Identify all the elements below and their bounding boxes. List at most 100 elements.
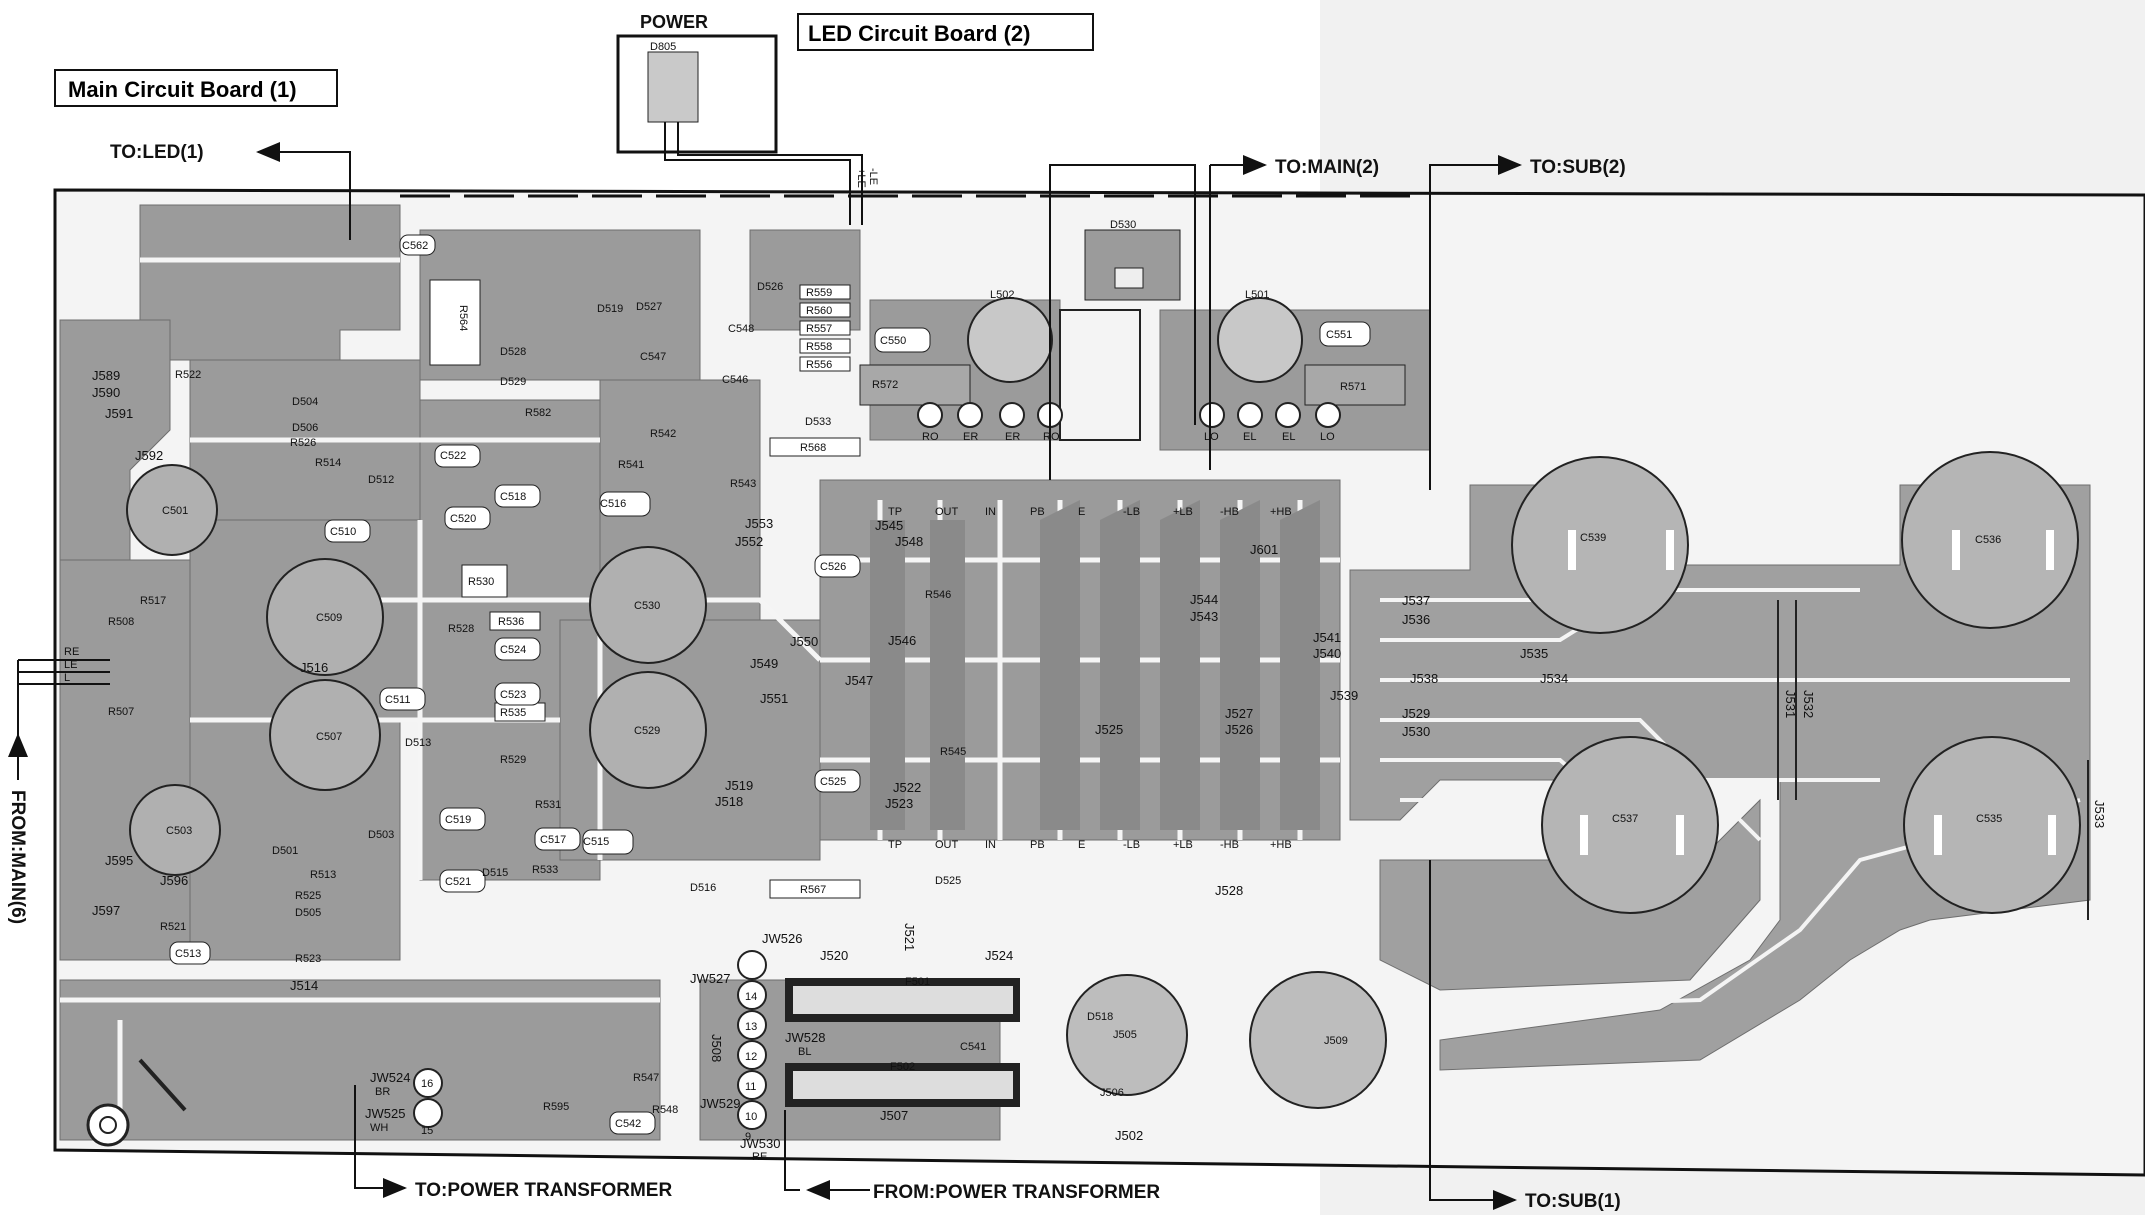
svg-text:J551: J551 bbox=[760, 691, 788, 706]
svg-text:D530: D530 bbox=[1110, 219, 1136, 231]
svg-text:JW529: JW529 bbox=[700, 1096, 740, 1111]
svg-text:R526: R526 bbox=[290, 437, 316, 449]
jumper-labels-mid: J544 J543 J545 J546 J547 J548 J549 J550 … bbox=[715, 516, 1278, 898]
bridge-j505: J505 J506 bbox=[1066, 974, 1188, 1099]
svg-text:F502: F502 bbox=[890, 1061, 915, 1073]
svg-text:C515: C515 bbox=[583, 836, 609, 848]
svg-text:R530: R530 bbox=[468, 576, 494, 588]
svg-text:C522: C522 bbox=[440, 450, 466, 462]
svg-text:C524: C524 bbox=[500, 644, 526, 656]
svg-text:D505: D505 bbox=[295, 907, 321, 919]
svg-text:C516: C516 bbox=[600, 498, 626, 510]
svg-text:FROM:POWER TRANSFORMER: FROM:POWER TRANSFORMER bbox=[873, 1182, 1160, 1203]
capacitor-c536: C536 bbox=[1901, 451, 2079, 629]
svg-text:J549: J549 bbox=[750, 656, 778, 671]
svg-text:J538: J538 bbox=[1410, 671, 1438, 686]
svg-text:C546: C546 bbox=[722, 374, 748, 386]
svg-text:E: E bbox=[1078, 839, 1085, 851]
svg-text:C501: C501 bbox=[162, 505, 188, 517]
transistor-pin-labels-bottom: TP OUT IN PB E -LB +LB -HB +HB bbox=[888, 839, 1292, 851]
svg-text:J541: J541 bbox=[1313, 630, 1341, 645]
svg-text:RE: RE bbox=[752, 1151, 767, 1163]
svg-text:J533: J533 bbox=[2092, 800, 2107, 828]
svg-text:C551: C551 bbox=[1326, 329, 1352, 341]
svg-text:D525: D525 bbox=[935, 875, 961, 887]
svg-text:R572: R572 bbox=[872, 379, 898, 391]
capacitor-c507: C507 bbox=[269, 679, 381, 791]
connector-column: 16 15 14 13 12 11 10 9 bbox=[413, 950, 767, 1143]
svg-text:J596: J596 bbox=[160, 873, 188, 888]
svg-text:BR: BR bbox=[375, 1086, 390, 1098]
svg-text:J523: J523 bbox=[885, 796, 913, 811]
small-capacitor-labels: C550 C551 C548 C547 C546 C516 C515 C518 … bbox=[175, 240, 1352, 1130]
led-wire-plus: +LE bbox=[855, 168, 867, 188]
svg-text:LE: LE bbox=[64, 659, 77, 671]
svg-text:-HB: -HB bbox=[1220, 506, 1239, 518]
svg-text:JW528: JW528 bbox=[785, 1030, 825, 1045]
transistor-pin-labels-top: TP OUT IN PB E -LB +LB -HB +HB bbox=[888, 506, 1292, 518]
svg-text:J525: J525 bbox=[1095, 722, 1123, 737]
svg-text:C529: C529 bbox=[634, 725, 660, 737]
to-power-transformer-arrow: TO:POWER TRANSFORMER bbox=[354, 1085, 672, 1201]
svg-text:R523: R523 bbox=[295, 953, 321, 965]
svg-text:J552: J552 bbox=[735, 534, 763, 549]
svg-text:D526: D526 bbox=[757, 281, 783, 293]
svg-text:J524: J524 bbox=[985, 948, 1013, 963]
svg-text:J545: J545 bbox=[875, 518, 903, 533]
capacitor-c535: C535 bbox=[1903, 736, 2081, 914]
svg-text:R521: R521 bbox=[160, 921, 186, 933]
svg-text:J502: J502 bbox=[1115, 1128, 1143, 1143]
svg-text:R531: R531 bbox=[535, 799, 561, 811]
inductor-l502: L502 bbox=[967, 289, 1053, 383]
svg-text:LED Circuit Board (2): LED Circuit Board (2) bbox=[808, 21, 1030, 46]
svg-text:+HB: +HB bbox=[1270, 506, 1292, 518]
svg-text:C539: C539 bbox=[1580, 532, 1606, 544]
svg-text:J601: J601 bbox=[1250, 542, 1278, 557]
svg-text:J516: J516 bbox=[300, 660, 328, 675]
svg-text:-LB: -LB bbox=[1123, 839, 1140, 851]
svg-text:16: 16 bbox=[421, 1078, 433, 1090]
relay-area: D530 bbox=[1059, 219, 1181, 441]
svg-text:D533: D533 bbox=[805, 416, 831, 428]
svg-text:R533: R533 bbox=[532, 864, 558, 876]
svg-text:D513: D513 bbox=[405, 737, 431, 749]
svg-text:C541: C541 bbox=[960, 1041, 986, 1053]
svg-text:TO:POWER TRANSFORMER: TO:POWER TRANSFORMER bbox=[415, 1180, 672, 1201]
svg-text:R543: R543 bbox=[730, 478, 756, 490]
svg-text:WH: WH bbox=[370, 1122, 388, 1134]
svg-text:JW524: JW524 bbox=[370, 1070, 410, 1085]
svg-text:JW526: JW526 bbox=[762, 931, 802, 946]
transistor-columns bbox=[870, 500, 1320, 830]
svg-text:IN: IN bbox=[985, 839, 996, 851]
svg-text:R536: R536 bbox=[498, 616, 524, 628]
to-led1-arrow: TO:LED(1) bbox=[110, 142, 351, 240]
svg-text:J539: J539 bbox=[1330, 688, 1358, 703]
svg-text:TO:SUB(2): TO:SUB(2) bbox=[1530, 157, 1626, 178]
svg-text:D506: D506 bbox=[292, 422, 318, 434]
svg-text:C526: C526 bbox=[820, 561, 846, 573]
svg-text:R546: R546 bbox=[925, 589, 951, 601]
svg-text:C535: C535 bbox=[1976, 813, 2002, 825]
jumper-bars bbox=[1777, 600, 2089, 920]
svg-text:ER: ER bbox=[1005, 431, 1020, 443]
svg-text:JW527: JW527 bbox=[690, 971, 730, 986]
svg-text:J505: J505 bbox=[1113, 1029, 1137, 1041]
svg-text:L: L bbox=[64, 672, 70, 684]
svg-text:C525: C525 bbox=[820, 776, 846, 788]
svg-text:11: 11 bbox=[745, 1081, 756, 1093]
svg-text:OUT: OUT bbox=[935, 506, 959, 518]
svg-text:J535: J535 bbox=[1520, 646, 1548, 661]
svg-text:D518: D518 bbox=[1087, 1011, 1113, 1023]
capacitor-c530: C530 bbox=[589, 546, 707, 664]
wire-labels: JW524 BR JW525 WH JW526 JW527 JW528 BL J… bbox=[365, 931, 825, 1163]
svg-text:R507: R507 bbox=[108, 706, 134, 718]
svg-text:J507: J507 bbox=[880, 1108, 908, 1123]
svg-text:D805: D805 bbox=[650, 41, 676, 53]
svg-text:C550: C550 bbox=[880, 335, 906, 347]
svg-text:EL: EL bbox=[1243, 431, 1256, 443]
svg-text:J521: J521 bbox=[902, 923, 917, 951]
capacitor-c537: C537 bbox=[1541, 736, 1719, 914]
svg-text:FROM:MAIN(6): FROM:MAIN(6) bbox=[7, 790, 28, 924]
svg-text:J550: J550 bbox=[790, 634, 818, 649]
svg-text:13: 13 bbox=[745, 1021, 757, 1033]
